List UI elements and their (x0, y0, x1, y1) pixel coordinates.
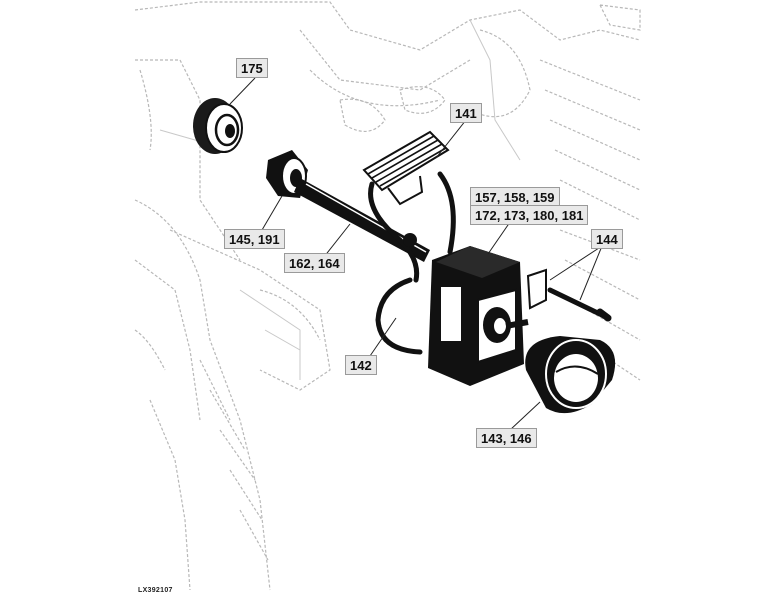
callout-172-173-180-181: 172, 173, 180, 181 (470, 205, 589, 225)
callout-142: 142 (345, 355, 377, 375)
pulley-part (193, 98, 243, 154)
callout-141: 141 (450, 103, 482, 123)
callout-145-191: 145, 191 (224, 229, 285, 249)
callout-157-158-159: 157, 158, 159 (470, 187, 560, 207)
oil-cooler-part (362, 130, 450, 206)
tractor-outline-background (134, 1, 641, 591)
bracket-bolt-part (526, 268, 612, 322)
pump-gearbox-part (403, 233, 529, 386)
tractor-solid-edges (159, 19, 521, 380)
callout-175: 175 (236, 58, 268, 78)
hydraulic-hoses (368, 171, 456, 355)
leader-lines (229, 77, 603, 431)
figure-id-label: LX392107 (138, 587, 173, 594)
cover-cup-part (525, 336, 616, 414)
callout-144: 144 (591, 229, 623, 249)
callout-162-164: 162, 164 (284, 253, 345, 273)
callout-143-146: 143, 146 (476, 428, 537, 448)
